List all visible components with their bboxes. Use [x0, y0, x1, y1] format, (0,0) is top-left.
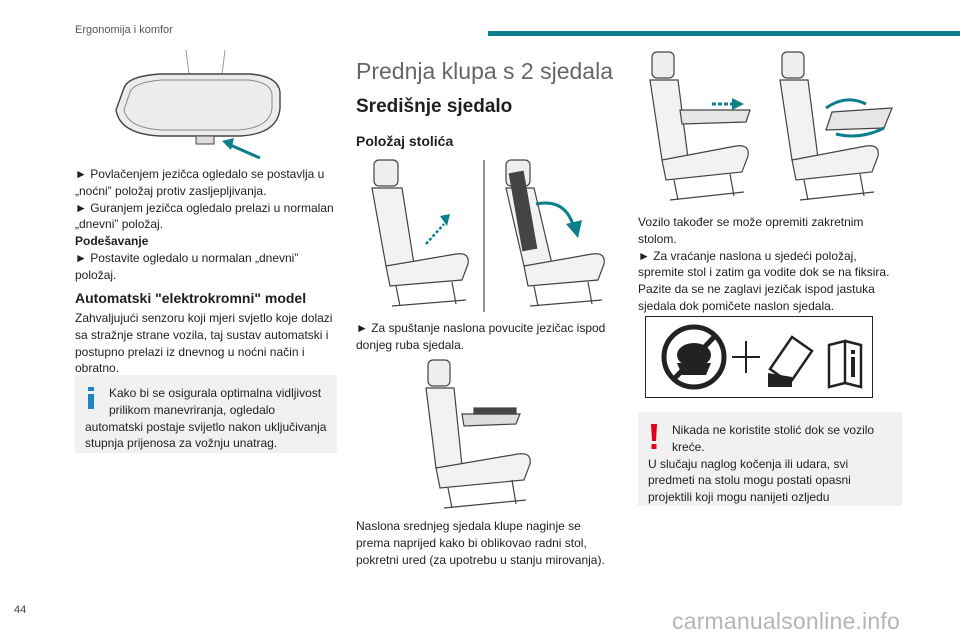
swivel-text: Vozilo također se može opremiti zakretni…	[638, 215, 864, 246]
header-accent-bar	[488, 31, 960, 36]
seat-icon	[649, 51, 893, 201]
seat-fold-illustration	[356, 154, 616, 316]
rear-view-mirror-icon	[115, 49, 281, 160]
info-box-text-first: Kako bi se osigurala optimalna vidljivos…	[109, 386, 322, 417]
auto-text: Zahvaljujući senzoru koji mjeri svjetlo …	[75, 311, 333, 376]
info-box-text-rest: automatski postaje svijetlo nakon uključ…	[85, 419, 327, 451]
auto-heading: Automatski "elektrokromni" model	[75, 290, 307, 306]
adjust-heading: Podešavanje	[75, 234, 149, 249]
warning-box: Nikada ne koristite stolić dok se vozilo…	[638, 412, 902, 506]
swivel-table-illustration	[640, 46, 902, 206]
seat-icon	[425, 359, 531, 509]
info-box: Kako bi se osigurala optimalna vidljivos…	[75, 375, 337, 453]
warning-text-first: Nikada ne koristite stolić dok se vozilo…	[672, 423, 875, 454]
seat-icon	[371, 159, 605, 312]
section-title: Prednja klupa s 2 sjedala	[356, 58, 613, 84]
warning-icon	[651, 424, 657, 449]
warning-pictogram	[645, 316, 873, 398]
mirror-day-text: ► Guranjem jezičca ogledalo prelazi u no…	[75, 200, 334, 232]
adjust-text: ► Postavite ogledalo u normalan „dnevni”…	[75, 250, 299, 282]
mirror-night-text: ► Povlačenjem jezičca ogledalo se postav…	[75, 167, 325, 198]
page-number: 44	[14, 604, 27, 616]
info-icon	[88, 387, 94, 409]
section-subtitle: Središnje sjedalo	[356, 96, 513, 117]
manual-info-icon	[827, 339, 863, 389]
header-section-title: Ergonomija i komfor	[75, 24, 173, 36]
desk-text: Naslona srednjeg sjedala klupe naginje s…	[356, 519, 605, 567]
table-heading: Položaj stolića	[356, 133, 454, 149]
mirror-illustration	[110, 48, 285, 163]
seat-desk-illustration	[408, 356, 568, 514]
return-text: ► Za vraćanje naslona u sjedeći položaj,…	[638, 248, 890, 313]
fold-text: ► Za spuštanje naslona povucite jezičac …	[356, 321, 606, 352]
no-steering-table-icon	[661, 324, 863, 390]
watermark: carmanualsonline.info	[672, 608, 900, 634]
warning-text-rest: U slučaju naglog kočenja ili udara, svi …	[648, 456, 851, 505]
